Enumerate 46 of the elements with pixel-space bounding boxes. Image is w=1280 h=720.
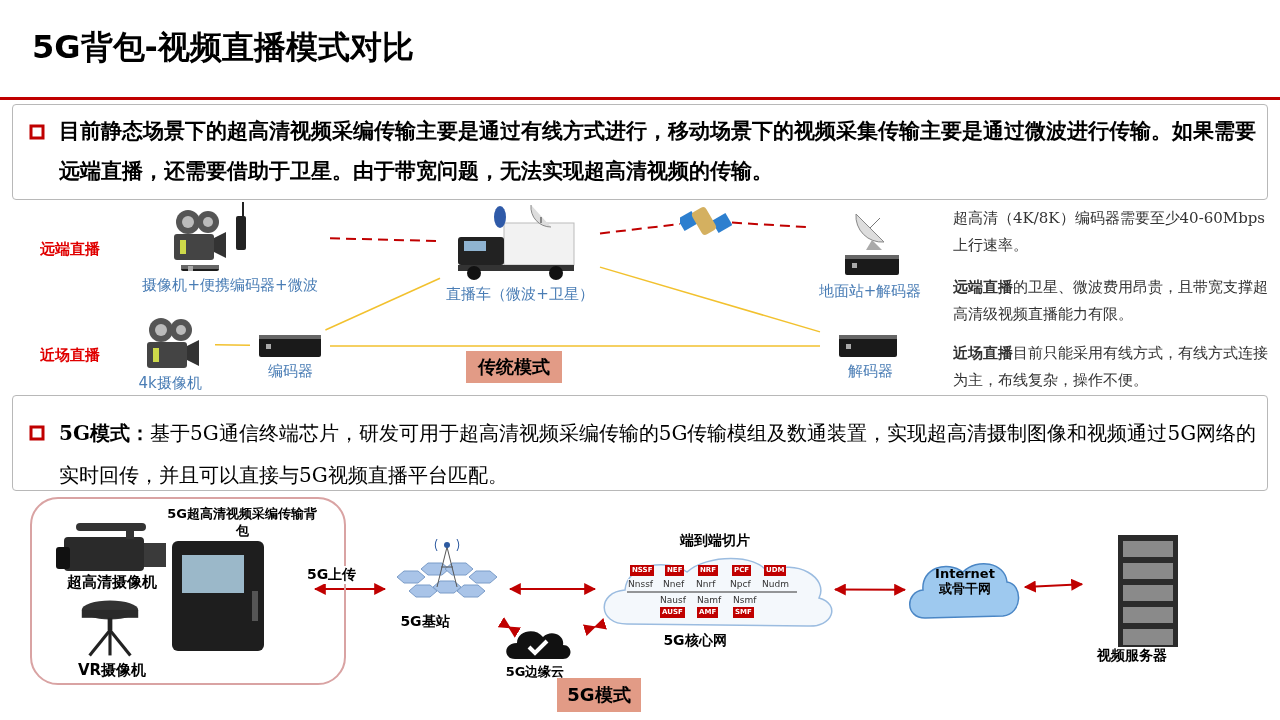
interface-label: Nnef [663, 579, 685, 590]
text-panel [12, 104, 1268, 200]
interface-label: Nudm [762, 579, 789, 590]
edge-label: 5G上传 [305, 566, 359, 584]
connector-line [599, 266, 821, 333]
interface-label: Npcf [730, 579, 751, 590]
device-label: 5G基站 [399, 613, 451, 631]
note-text: 近场直播目前只能采用有线方式，有线方式连接为主，布线复杂，操作不便。 [953, 343, 1269, 391]
description-text: 5G模式：基于5G通信终端芯片，研发可用于超高清视频采编传输的5G传输模组及数通装置，实现超高清摄制图像和视频通过5G网络的实时回传，并且可以直接与5G视频直播平台匹配。 [59, 420, 1258, 489]
device-label: 超高清摄像机 [66, 573, 158, 592]
cloud-label: Internet或骨干网 [935, 566, 995, 596]
arrow [833, 583, 907, 596]
note-text: 远端直播的卫星、微波费用昂贵，且带宽支撑超高清级视频直播能力有限。 [953, 277, 1269, 325]
mode-tag: 5G模式 [557, 678, 641, 712]
slide-title: 5G背包-视频直播模式对比 [32, 27, 414, 68]
device-label: 5G超高清视频采编传输背包 [167, 505, 317, 539]
interface-label: Nnssf [628, 579, 653, 590]
connector-line [214, 344, 251, 347]
device-label: 直播车（微波+卫星） [445, 285, 595, 304]
arrow [582, 618, 607, 636]
connector-line [324, 277, 441, 331]
device-label: 视频服务器 [1096, 647, 1168, 665]
arrow [497, 617, 522, 638]
arrow [1023, 578, 1084, 593]
arrow [508, 583, 597, 595]
interface-label: Namf [697, 595, 722, 606]
connector-line [329, 345, 821, 347]
row-label: 远端直播 [40, 240, 100, 259]
mode-tag: 传统模式 [466, 351, 562, 383]
device-label: 端到端切片 [679, 532, 751, 550]
interface-label: Nnrf [696, 579, 716, 590]
device-label: VR摄像机 [76, 661, 148, 680]
note-text: 超高清（4K/8K）编码器需要至少40-60Mbps上行速率。 [953, 208, 1267, 256]
interface-label: Nsmf [733, 595, 757, 606]
text-panel [12, 395, 1268, 491]
row-label: 近场直播 [40, 346, 100, 365]
device-label: 5G核心网 [662, 632, 728, 650]
interface-label: Nausf [660, 595, 686, 606]
device-label: 解码器 [846, 362, 894, 381]
device-label: 摄像机+便携编码器+微波 [141, 276, 319, 295]
arrow [313, 583, 387, 595]
description-text: 目前静态场景下的超高清视频采编传输主要是通过有线方式进行，移动场景下的视频采集传输主要是通过微波进行传输。如果需要远端直播，还需要借助于卫星。由于带宽问题，无法实现超高清视频的传输。 [59, 118, 1257, 185]
device-label: 编码器 [266, 362, 314, 381]
device-label: 4k摄像机 [137, 374, 203, 393]
device-label: 5G边缘云 [504, 663, 566, 681]
device-label: 地面站+解码器 [817, 282, 923, 301]
